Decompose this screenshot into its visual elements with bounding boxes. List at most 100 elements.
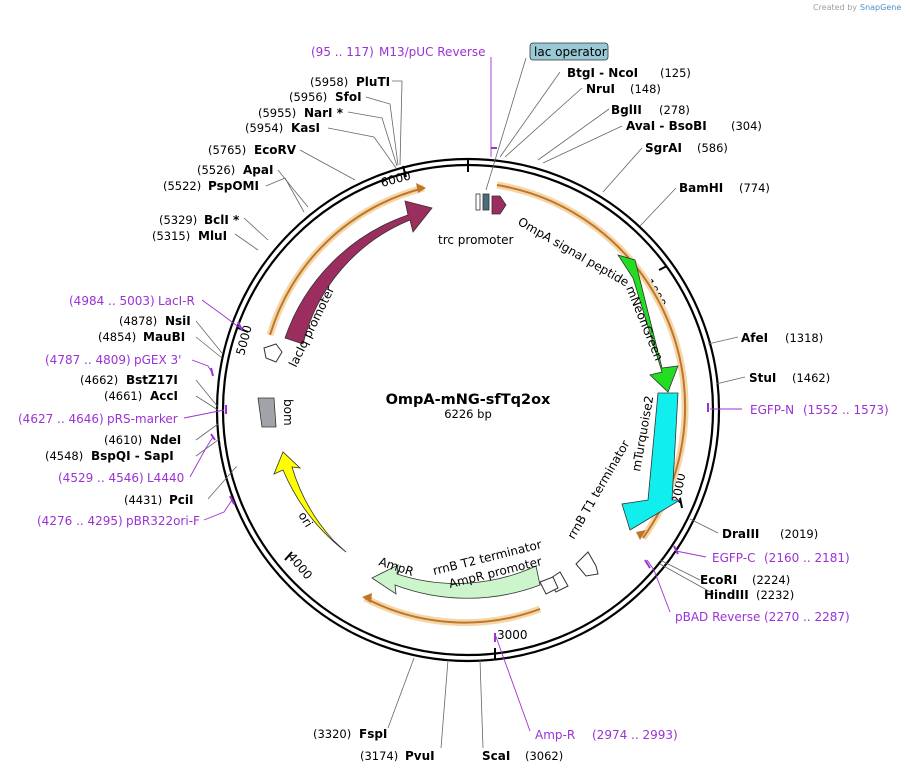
- site-name-nrui[interactable]: NruI: [586, 82, 615, 96]
- site-pos-pluti: (5958): [310, 75, 348, 89]
- site-name-ecorv[interactable]: EcoRV: [254, 143, 297, 157]
- primer-range-pbr322: (4276 .. 4295): [37, 514, 123, 528]
- primer-range-egfp-n: (1552 .. 1573): [803, 403, 889, 417]
- site-pos-sfoi: (5956): [289, 90, 327, 104]
- leader-nrui: [504, 87, 583, 158]
- plasmid-size: 6226 bp: [444, 407, 492, 421]
- credit: Created by SnapGene: [813, 3, 901, 12]
- site-name-sgrai[interactable]: SgrAI: [645, 141, 682, 155]
- leader-acci: [195, 395, 219, 411]
- tick-label-3000: 3000: [497, 628, 528, 642]
- site-name-ndei[interactable]: NdeI: [150, 433, 181, 447]
- leader-lac-operator: [485, 57, 527, 191]
- leader-ecori: [659, 559, 701, 581]
- primer-name-ampr[interactable]: Amp-R: [535, 728, 575, 742]
- feature-lacIq-promoter[interactable]: [263, 343, 283, 363]
- primer-name-l4440[interactable]: L4440: [147, 471, 184, 485]
- site-name-pvui[interactable]: PvuI: [405, 749, 435, 763]
- site-name-pluti[interactable]: PluTI: [356, 75, 390, 89]
- leader-pvui: [440, 659, 449, 749]
- primer-name-laci-r[interactable]: LacI-R: [158, 294, 195, 308]
- primer-range-pgex: (4787 .. 4809): [45, 353, 131, 367]
- site-name-avai[interactable]: AvaI - BsoBI: [626, 119, 707, 133]
- leader-nsii: [195, 320, 223, 354]
- feature-rrnb-t1[interactable]: [575, 551, 599, 577]
- leader-afei: [707, 336, 739, 345]
- credit-brand: SnapGene: [860, 3, 901, 12]
- feature-rrnb-t2[interactable]: [539, 576, 559, 595]
- site-pos-kasi: (5954): [245, 121, 283, 135]
- site-name-bamhi[interactable]: BamHI: [679, 181, 723, 195]
- site-name-scai[interactable]: ScaI: [482, 749, 510, 763]
- feature-ompa-signal[interactable]: [491, 195, 507, 215]
- site-name-bglii[interactable]: BglII: [611, 103, 642, 117]
- leader-nari: [347, 111, 398, 167]
- site-name-nari[interactable]: NarI *: [304, 106, 344, 120]
- site-name-bspqi[interactable]: BspQI - SapI: [91, 449, 174, 463]
- site-leaders: [195, 71, 746, 749]
- primer-name-pgex[interactable]: pGEX 3': [134, 353, 181, 367]
- site-name-bcli[interactable]: BclI *: [204, 213, 240, 227]
- leader-bcli: [243, 217, 269, 241]
- tick-label-6000: 6000: [379, 168, 412, 189]
- leader-primer-pbad: [646, 559, 671, 613]
- site-name-bstz17i[interactable]: BstZ17I: [126, 373, 178, 387]
- primer-range-l4440: (4529 .. 4546): [58, 471, 144, 485]
- feature-mneongreen[interactable]: [617, 254, 679, 393]
- site-name-stui[interactable]: StuI: [749, 371, 776, 385]
- primer-name-prs[interactable]: pRS-marker: [107, 412, 178, 426]
- site-name-kasi[interactable]: KasI: [291, 121, 320, 135]
- site-name-pspomi[interactable]: PspOMI: [208, 179, 259, 193]
- site-name-pcii[interactable]: PciI: [169, 493, 194, 507]
- feature-ori[interactable]: [273, 451, 347, 553]
- site-name-hindiii[interactable]: HindIII: [704, 588, 749, 602]
- leader-ecorv: [299, 149, 356, 181]
- feature-bom[interactable]: [257, 397, 277, 428]
- lac-operator-box[interactable]: lac operator: [485, 42, 609, 191]
- site-name-acci[interactable]: AccI: [150, 389, 178, 403]
- feature-ampr[interactable]: [371, 564, 541, 599]
- site-name-fspi[interactable]: FspI: [359, 727, 387, 741]
- site-pos-hindiii: (2232): [756, 588, 794, 602]
- primer-range-ampr: (2974 .. 2993): [592, 728, 678, 742]
- site-name-mlui[interactable]: MluI: [198, 229, 227, 243]
- site-pos-ecori: (2224): [752, 573, 790, 587]
- primer-name-pbr322[interactable]: pBR322ori-F: [126, 514, 200, 528]
- site-name-maubi[interactable]: MauBI: [143, 330, 185, 344]
- marker-primer-pbad: [644, 559, 651, 569]
- site-pos-nrui: (148): [630, 82, 661, 96]
- site-pos-bcli: (5329): [159, 213, 197, 227]
- orf-ampr-arrowhead: [362, 593, 372, 603]
- site-name-afei[interactable]: AfeI: [741, 331, 768, 345]
- site-name-nsii[interactable]: NsiI: [165, 314, 191, 328]
- site-name-draiii[interactable]: DraIII: [722, 527, 759, 541]
- primer-name-egfp-c[interactable]: EGFP-C: [712, 551, 755, 565]
- site-name-sfoi[interactable]: SfoI: [335, 90, 362, 104]
- tick-4000: [284, 551, 293, 561]
- feature-lacI[interactable]: [284, 200, 433, 345]
- lac-operator-badge[interactable]: [529, 42, 609, 61]
- leader-kasi: [327, 127, 397, 169]
- site-pos-afei: (1318): [785, 331, 823, 345]
- leader-sfoi: [365, 96, 399, 166]
- orf-fusion-arrowhead: [636, 530, 646, 540]
- feature-trc-promoter[interactable]: [475, 193, 481, 211]
- leader-btgi: [499, 71, 561, 158]
- primer-name-egfp-n[interactable]: EGFP-N: [750, 403, 794, 417]
- site-name-btgi[interactable]: BtgI - NcoI: [567, 66, 638, 80]
- feature-lac-operator[interactable]: [482, 193, 490, 211]
- leader-bspqi: [195, 439, 220, 457]
- leader-sgrai: [602, 147, 643, 193]
- leader-hindiii: [659, 563, 715, 595]
- marker-primer-pgex: [210, 367, 214, 377]
- primer-name-m13[interactable]: M13/pUC Reverse: [379, 45, 486, 59]
- credit-prefix: Created by: [813, 3, 857, 12]
- leader-primer-pbr322: [203, 499, 233, 521]
- feature-mturquoise2[interactable]: [621, 392, 682, 531]
- site-labels: (3320) FspI (3174) PvuI ScaI (3062) (443…: [45, 66, 830, 763]
- orf-lacI: [269, 187, 425, 336]
- site-name-apai[interactable]: ApaI: [243, 163, 273, 177]
- primer-name-pbad[interactable]: pBAD Reverse: [675, 610, 760, 624]
- site-name-ecori[interactable]: EcoRI: [700, 573, 737, 587]
- leader-pluti: [392, 80, 403, 166]
